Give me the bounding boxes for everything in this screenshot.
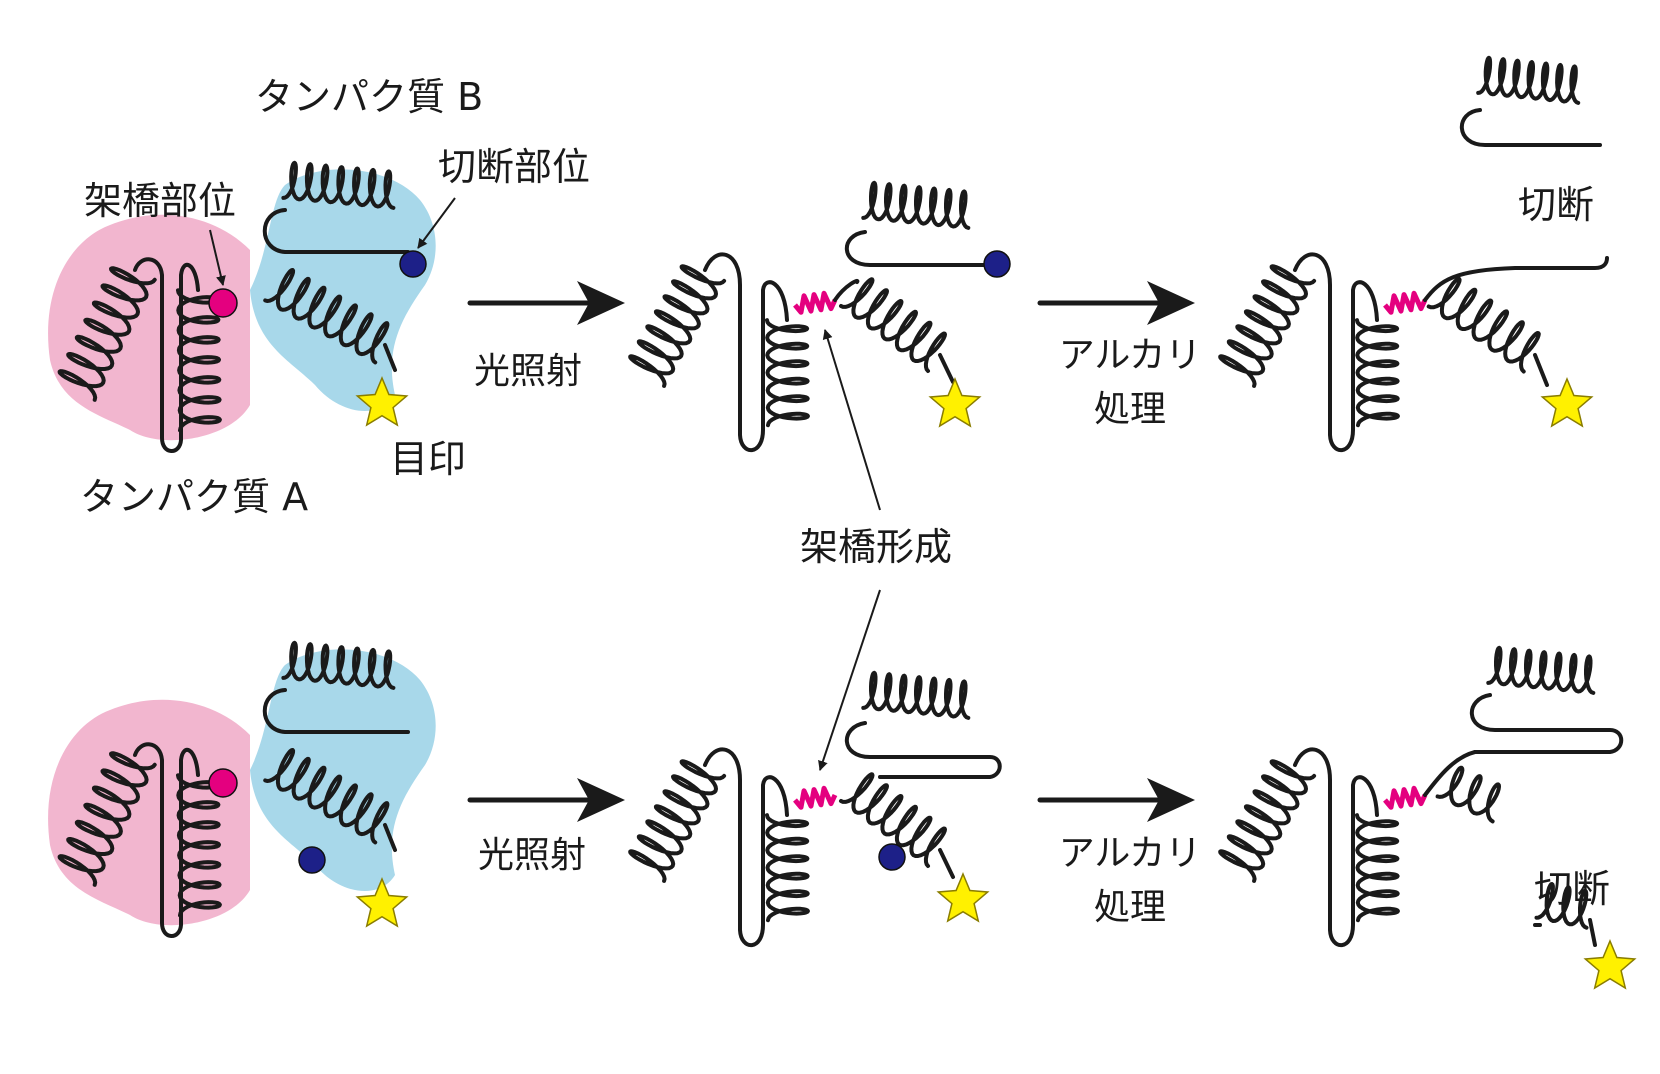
r1-fragment-helix <box>1476 55 1581 105</box>
r2-fragment-helix <box>1534 882 1589 930</box>
r1-start-helix-a1 <box>57 266 157 402</box>
r2-mid-helix-b2 <box>839 772 947 868</box>
alkali-treatment-label-bottom-line2: 処理 <box>1093 887 1166 928</box>
r2-end-crosslink-bond <box>1383 785 1428 810</box>
r1-mid-helix-a2 <box>765 318 810 428</box>
r1-start-helix-a2 <box>176 288 222 433</box>
r2-start-helix-a1 <box>57 751 157 887</box>
r2-light-arrow-head <box>577 778 625 822</box>
r1-alkali-arrow-head <box>1147 281 1195 325</box>
r2-mid-cleavage-site <box>878 843 906 871</box>
r2-fragment-tail2 <box>1588 918 1597 947</box>
r1-start-protein-b-region <box>250 169 436 412</box>
r1-end-crosslink-bond <box>1383 290 1428 315</box>
r1-end-link-b <box>1423 256 1609 302</box>
r2-end-loop-a <box>1293 747 1379 948</box>
r2-start-loop-b <box>262 688 410 734</box>
r2-end-helix-a2 <box>1355 813 1400 923</box>
r1-start-protein-a-region <box>48 214 250 441</box>
r1-end-helix-b2 <box>1426 276 1541 374</box>
crosslink-formation-label: 架橋形成 <box>800 525 953 569</box>
protein-a-label: タンパク質 A <box>80 475 309 519</box>
r1-start-loop-b <box>262 208 410 254</box>
r1-end-helix-a1 <box>1218 264 1317 388</box>
cleaved-label-top: 切断 <box>1518 183 1595 227</box>
cleaved-label-bottom: 切断 <box>1534 867 1611 911</box>
r2-end-loop-b <box>1469 693 1624 754</box>
r1-mid-loop-a <box>703 252 789 453</box>
r1-end-marker-star <box>1540 377 1594 428</box>
r2-alkali-arrow-head <box>1147 778 1195 822</box>
r1-end-tail-b <box>1533 353 1549 387</box>
cleavage-site-label: 切断部位 <box>438 145 591 189</box>
r1-start-helix-b1 <box>281 160 396 210</box>
light-irradiation-label-bottom: 光照射 <box>478 835 587 876</box>
r1-start-tail-b <box>383 343 397 372</box>
r2-mid-crosslink-bond <box>793 785 838 810</box>
r2-start-cleavage-site <box>298 846 326 874</box>
r1-mid-crosslink-bond <box>793 290 838 315</box>
r2-mid-helix-b1 <box>861 670 971 720</box>
crosslink-site-pointer <box>209 229 226 286</box>
r1-end-helix-a2 <box>1355 318 1400 428</box>
r2-start-loop-a <box>133 742 200 938</box>
r1-mid-tail-b <box>938 353 955 384</box>
crosslink-formation-pointer-down <box>818 589 881 771</box>
r1-mid-loop-b <box>844 230 992 267</box>
crosslink-site-label: 架橋部位 <box>84 179 237 223</box>
r2-start-helix-a2 <box>176 773 222 918</box>
cleavage-site-pointer <box>417 197 456 249</box>
protein-b-label: タンパク質 B <box>255 75 484 119</box>
r2-mid-tail-b <box>938 848 955 879</box>
r1-start-cleavage-site <box>399 250 427 278</box>
alkali-treatment-label-top-line1: アルカリ <box>1058 335 1202 376</box>
r1-start-loop-a <box>133 257 200 453</box>
r1-fragment-loop <box>1459 108 1602 147</box>
alkali-treatment-label-top-line2: 処理 <box>1093 389 1166 430</box>
r1-mid-cleavage-site <box>983 250 1011 278</box>
r1-mid-helix-b2 <box>839 277 947 373</box>
r1-start-helix-b2 <box>263 268 390 365</box>
r1-end-loop-a <box>1293 252 1379 453</box>
r1-mid-link-b <box>833 279 860 302</box>
r2-start-crosslink-site <box>208 768 238 798</box>
r2-fragment-marker-star <box>1583 939 1637 990</box>
r1-start-marker-star <box>355 376 409 427</box>
r2-mid-helix-a2 <box>765 813 810 923</box>
r2-end-helix-a1 <box>1218 759 1317 883</box>
alkali-treatment-label-bottom-line1: アルカリ <box>1058 833 1202 874</box>
crosslink-formation-pointer-up <box>822 329 881 511</box>
r1-light-arrow-head <box>577 281 625 325</box>
r1-mid-helix-a1 <box>628 264 727 388</box>
r2-mid-loop-b <box>844 721 1002 779</box>
r2-mid-helix-a1 <box>628 759 727 883</box>
r2-end-helix-b1 <box>1486 645 1596 695</box>
r2-end-link-b <box>1423 750 1477 797</box>
r2-start-marker-star <box>355 877 409 928</box>
marker-label: 目印 <box>390 437 467 481</box>
r2-mid-marker-star <box>936 872 990 923</box>
r1-mid-marker-star <box>928 377 982 428</box>
r2-start-tail-b <box>383 823 397 852</box>
r2-start-helix-b1 <box>281 640 396 690</box>
light-irradiation-label-top: 光照射 <box>474 351 583 392</box>
r1-start-crosslink-site <box>208 288 238 318</box>
r2-end-helix-b2 <box>1435 765 1501 824</box>
r2-start-protein-a-region <box>48 699 250 926</box>
r2-start-helix-b2 <box>263 748 390 845</box>
r2-start-protein-b-region <box>250 649 436 892</box>
r1-mid-helix-b1 <box>861 180 971 230</box>
r2-mid-loop-a <box>703 747 789 948</box>
